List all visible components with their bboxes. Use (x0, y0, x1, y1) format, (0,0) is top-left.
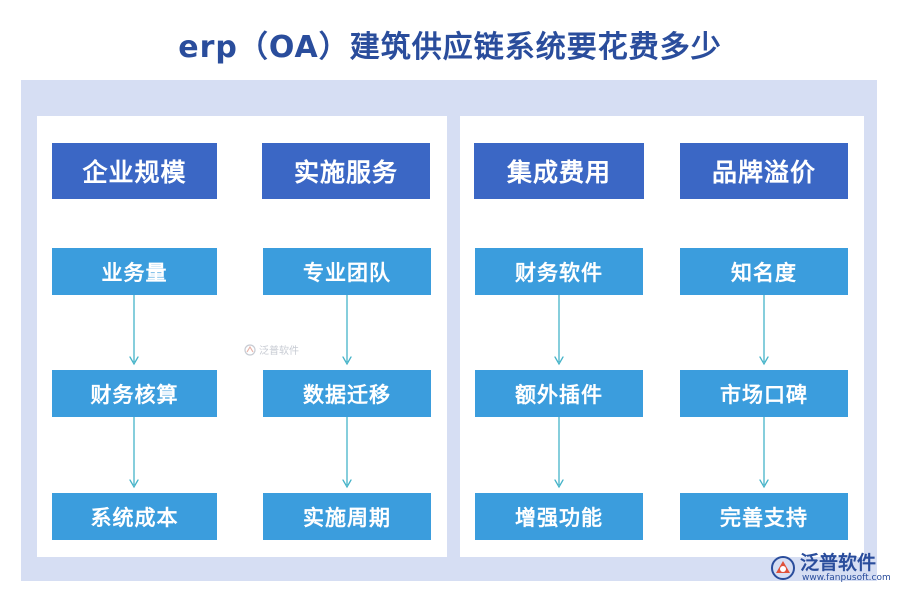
node-financial-accounting: 财务核算 (52, 370, 217, 417)
brand-url: www.fanpusoft.com (802, 573, 891, 583)
brand-logo: 泛普软件 www.fanpusoft.com (770, 553, 891, 583)
column-header-brand-premium: 品牌溢价 (680, 143, 848, 199)
node-data-migration: 数据迁移 (263, 370, 431, 417)
column-header-implementation: 实施服务 (262, 143, 430, 199)
page-title: erp（OA）建筑供应链系统要花费多少 (178, 30, 722, 65)
node-finance-software: 财务软件 (475, 248, 643, 295)
watermark: 泛普软件 (244, 342, 299, 357)
node-reputation: 知名度 (680, 248, 848, 295)
column-header-scale: 企业规模 (52, 143, 217, 199)
node-system-cost: 系统成本 (52, 493, 217, 540)
node-implementation-cycle: 实施周期 (263, 493, 431, 540)
node-market-word-of-mouth: 市场口碑 (680, 370, 848, 417)
column-header-integration: 集成费用 (474, 143, 644, 199)
node-complete-support: 完善支持 (680, 493, 848, 540)
node-extra-plugins: 额外插件 (475, 370, 643, 417)
brand-logo-icon (771, 556, 795, 580)
watermark-logo-icon (244, 343, 256, 356)
node-professional-team: 专业团队 (263, 248, 431, 295)
watermark-text: 泛普软件 (259, 346, 299, 357)
node-enhanced-features: 增强功能 (475, 493, 643, 540)
brand-name: 泛普软件 (800, 552, 877, 574)
node-business-volume: 业务量 (52, 248, 217, 295)
